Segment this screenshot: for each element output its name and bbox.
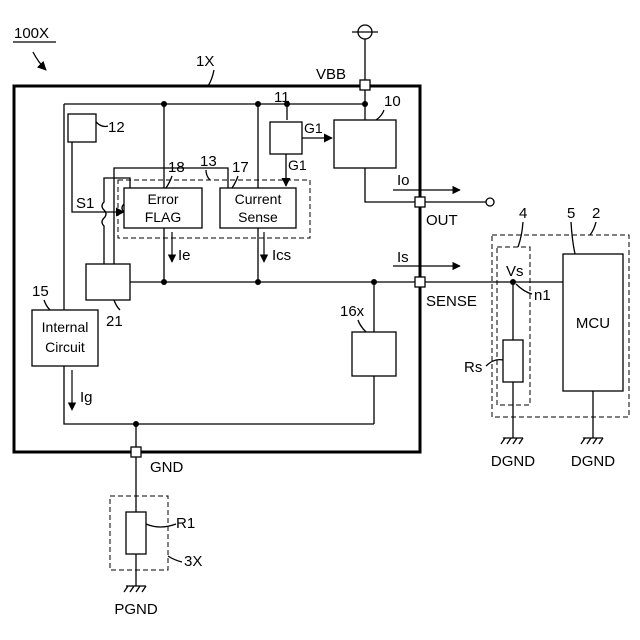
dgnd-right-ground-symbol — [581, 438, 603, 444]
svg-text:15: 15 — [32, 283, 49, 300]
r1-label: R1 — [146, 515, 195, 532]
current-sense-line1: Current — [235, 191, 282, 207]
out-net — [365, 168, 420, 202]
svg-text:11: 11 — [274, 89, 290, 106]
svg-text:12: 12 — [108, 119, 125, 136]
block-21-ref: 21 — [106, 300, 123, 330]
resistor-r1 — [126, 512, 146, 554]
internal-circuit-ref: 15 — [32, 283, 50, 310]
is-label: Is — [397, 249, 409, 266]
svg-text:5: 5 — [567, 205, 575, 222]
svg-text:21: 21 — [106, 313, 123, 330]
resistor-rs — [503, 340, 523, 382]
ecu-ref: 2 — [590, 205, 600, 235]
mcu-ref: 5 — [567, 205, 575, 254]
svg-text:16x: 16x — [340, 303, 365, 320]
svg-text:Rs: Rs — [464, 359, 482, 376]
svg-text:n1: n1 — [534, 287, 551, 304]
n1-label: n1 — [516, 284, 551, 304]
internal-circuit-line1: Internal — [42, 319, 89, 335]
power-switch-10 — [334, 120, 396, 168]
svg-text:1X: 1X — [196, 53, 214, 70]
block-16x-ref: 16x — [340, 303, 366, 332]
group-4-ref: 4 — [518, 205, 527, 247]
ics-label: Ics — [272, 247, 291, 264]
pgnd-ground-symbol — [124, 586, 146, 592]
svg-text:3X: 3X — [184, 553, 202, 570]
svg-text:2: 2 — [592, 205, 600, 222]
svg-text:100X: 100X — [14, 25, 49, 42]
svg-text:17: 17 — [232, 159, 249, 176]
io-label: Io — [397, 172, 410, 189]
block-21 — [86, 264, 130, 300]
svg-text:R1: R1 — [176, 515, 195, 532]
gate-driver-11 — [270, 122, 302, 154]
device-1x-label: 1X — [196, 53, 214, 86]
vbb-rail — [64, 90, 365, 104]
dgnd-left-label: DGND — [491, 453, 535, 470]
block-12 — [68, 114, 96, 142]
svg-text:4: 4 — [519, 205, 527, 222]
ie-label: Ie — [178, 247, 191, 264]
gnd-label: GND — [150, 459, 184, 476]
sense-pin — [415, 277, 425, 287]
mcu-label: MCU — [576, 315, 610, 332]
power-switch-ref: 10 — [376, 93, 401, 120]
gate-driver-ref: 11 — [274, 89, 290, 106]
error-flag-line1: Error — [147, 191, 178, 207]
internal-ground-rail — [64, 366, 374, 424]
pgnd-label: PGND — [114, 601, 158, 618]
figure-label: 100X — [13, 25, 56, 70]
block-12-ref: 12 — [96, 119, 125, 136]
group-13-ref: 13 — [200, 153, 217, 180]
dgnd-left-ground-symbol — [501, 438, 523, 444]
ig-label: Ig — [80, 389, 93, 406]
g1-top-label: G1 — [304, 120, 323, 136]
gnd-pin — [131, 447, 141, 457]
group-3x-ref: 3X — [168, 553, 202, 570]
error-flag-ref: 18 — [166, 159, 185, 188]
current-sense-line2: Sense — [238, 209, 278, 225]
vbb-supply-symbol — [352, 25, 378, 80]
out-pin — [415, 197, 425, 207]
current-sense-ref: 17 — [232, 159, 249, 188]
g1-bottom-label: G1 — [288, 157, 307, 173]
internal-circuit-line2: Circuit — [45, 339, 85, 355]
vbb-label: VBB — [316, 66, 346, 83]
block-16x — [352, 332, 396, 376]
svg-text:10: 10 — [384, 93, 401, 110]
vbb-pin — [360, 80, 370, 90]
s1-label: S1 — [76, 195, 94, 212]
vs-label: Vs — [506, 263, 524, 280]
dgnd-right-label: DGND — [571, 453, 615, 470]
sense-label: SENSE — [426, 293, 477, 310]
error-flag-line2: FLAG — [145, 209, 182, 225]
out-label: OUT — [426, 212, 458, 229]
